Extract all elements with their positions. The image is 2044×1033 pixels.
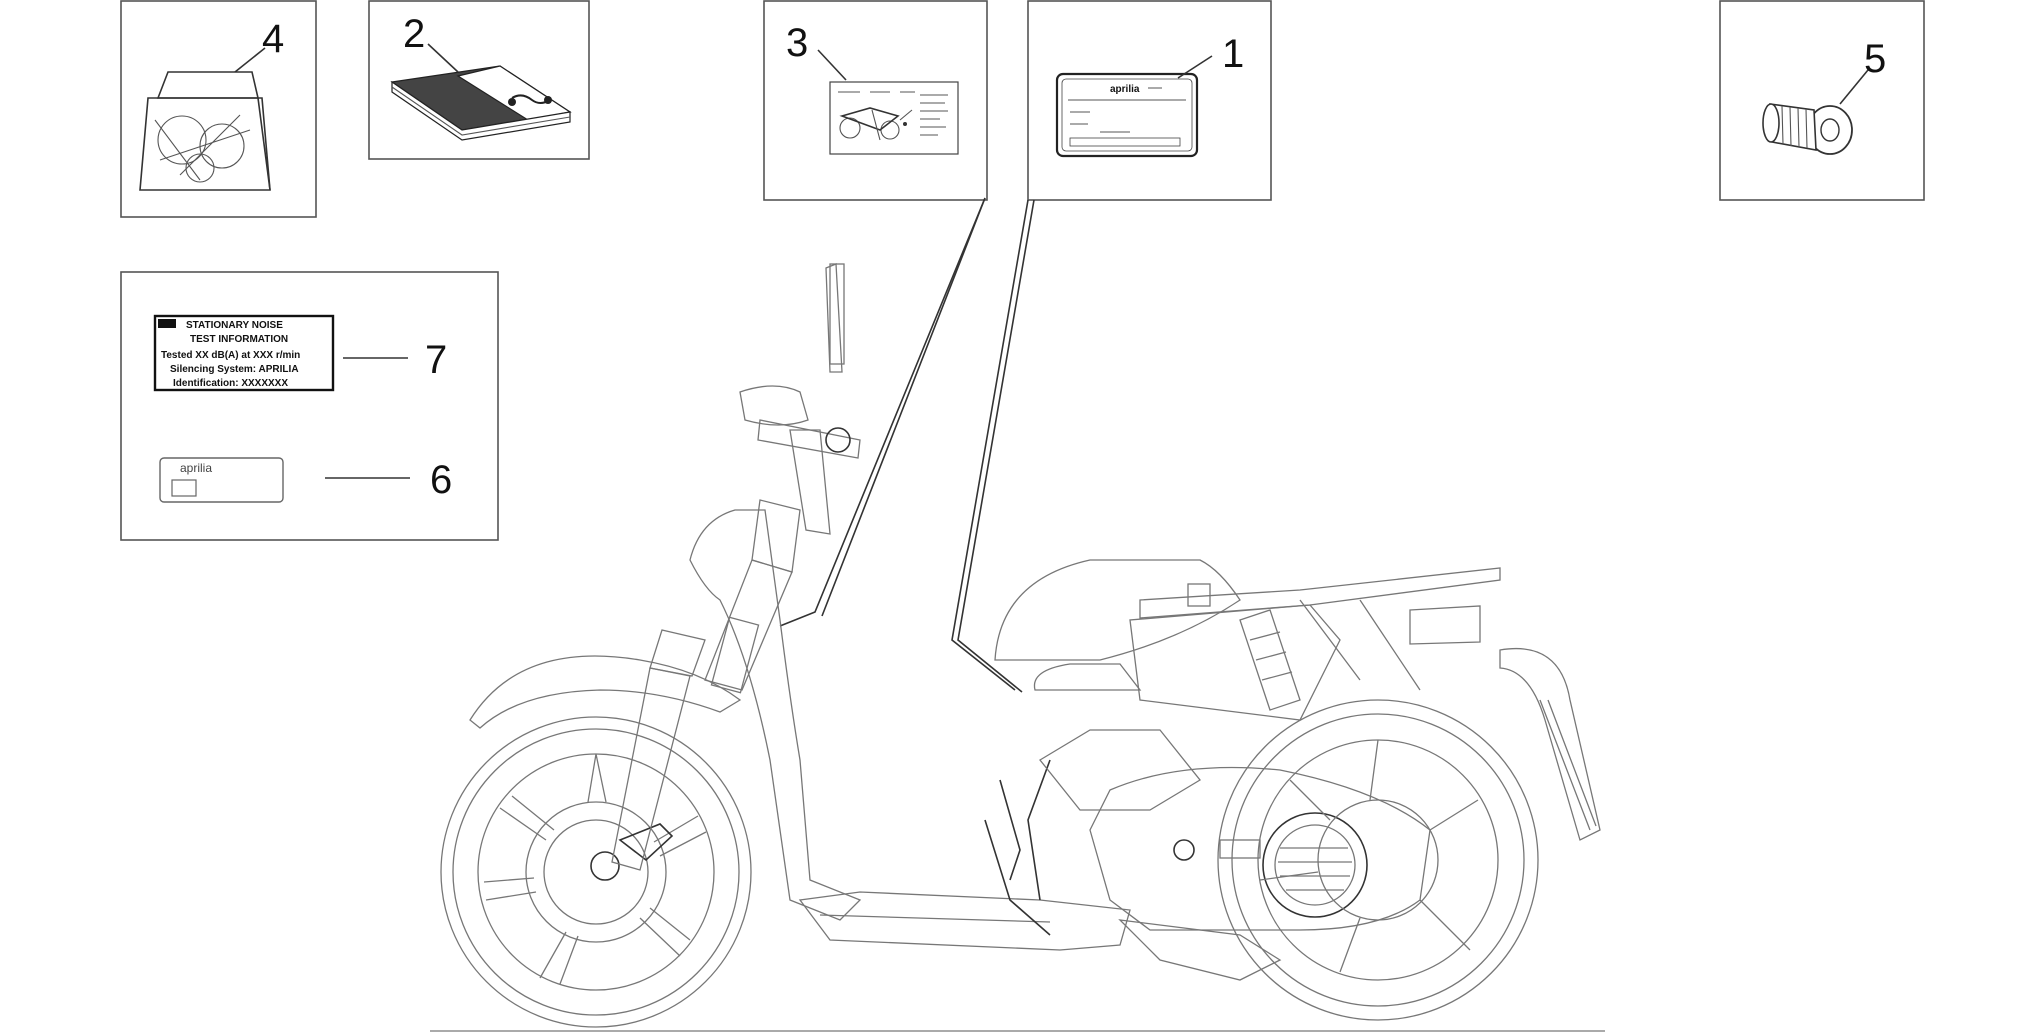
leg-shield: [689, 509, 862, 921]
callout-5: 5: [1864, 37, 1886, 81]
callout-3: 3: [786, 21, 808, 65]
noise-label-line1: STATIONARY NOISE: [186, 320, 283, 331]
grommet-drawing: [1762, 103, 1853, 155]
aprilia-sticker: aprilia: [159, 457, 284, 503]
callout-2: 2: [403, 12, 425, 56]
rear-fender: [1499, 648, 1601, 841]
rear-shock: [1239, 609, 1301, 711]
front-fork: [611, 499, 801, 871]
callout-4: 4: [262, 17, 284, 61]
tool-kit-drawing: [139, 71, 271, 191]
callout-1: 1: [1222, 32, 1244, 76]
inset-box-3: 3: [763, 0, 988, 201]
frame-tube: [984, 759, 1051, 936]
inset-box-6-7: STATIONARY NOISE TEST INFORMATION Tested…: [120, 271, 499, 541]
exhaust: [1118, 919, 1282, 981]
callout-7: 7: [425, 338, 447, 382]
noise-label: STATIONARY NOISE TEST INFORMATION Tested…: [153, 314, 335, 392]
noise-label-line3: Tested XX dB(A) at XXX r/min: [161, 350, 300, 361]
front-wheel: [440, 716, 752, 1028]
aprilia-sticker-text: aprilia: [180, 461, 212, 475]
callout-6: 6: [430, 458, 452, 502]
inset-box-1: aprilia 1: [1027, 0, 1272, 201]
inset-box-2: 2: [368, 0, 590, 160]
scooter-drawing: [430, 263, 1605, 1032]
front-fender: [469, 655, 742, 729]
noise-label-line2: TEST INFORMATION: [190, 334, 288, 345]
rear-rack: [1129, 567, 1501, 721]
plate-brand: aprilia: [1110, 84, 1140, 95]
floorboard: [798, 891, 1131, 951]
inset-box-5: 5: [1719, 0, 1925, 201]
handlebar: [739, 263, 861, 535]
seat: [994, 559, 1241, 661]
engine-cvt: [999, 729, 1431, 931]
identification-plate-drawing: aprilia: [1055, 72, 1199, 158]
leader-lines: [779, 197, 1035, 693]
noise-label-line4: Silencing System: APRILIA: [170, 364, 299, 375]
info-label-drawing: [829, 81, 959, 155]
noise-label-line5: Identification: XXXXXXX: [173, 378, 288, 389]
inset-box-4: 4: [120, 0, 317, 218]
manual-booklet-drawing: [390, 65, 572, 141]
rear-wheel: [1217, 699, 1539, 1021]
